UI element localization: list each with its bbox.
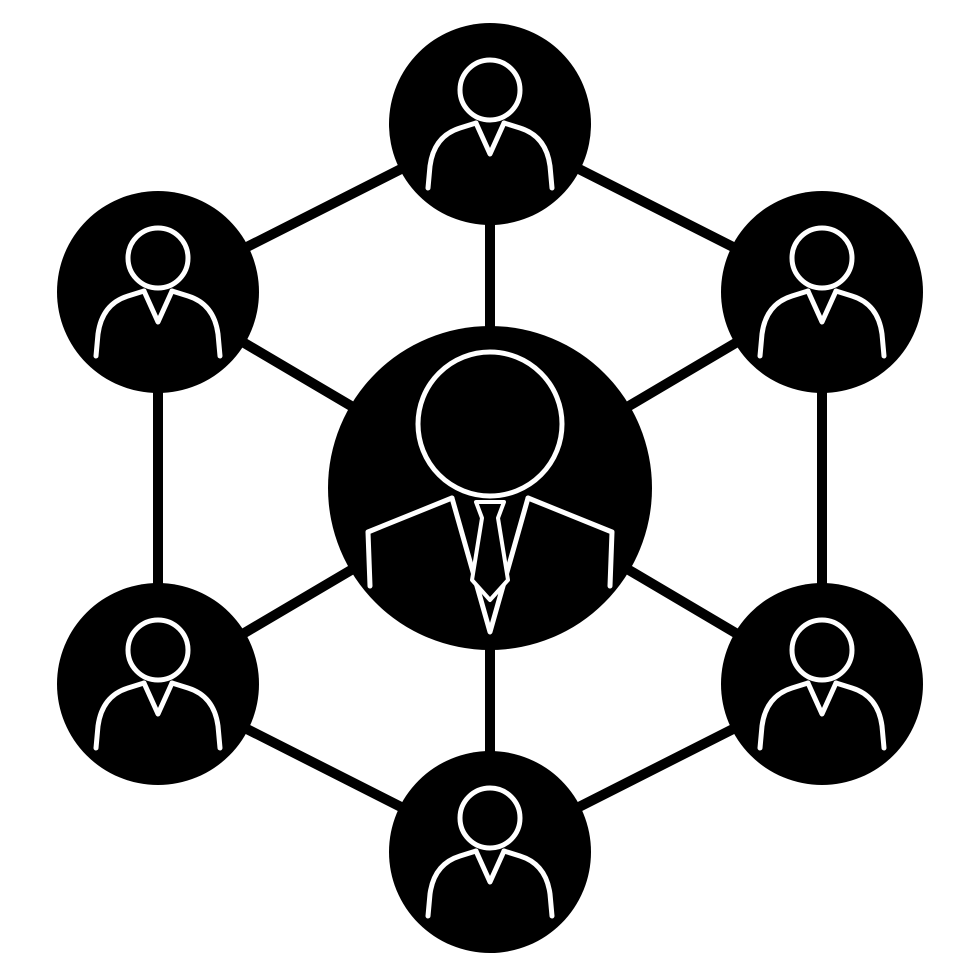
businessman-icon	[365, 349, 615, 635]
person-nodes	[57, 23, 923, 953]
person-node-top-left	[57, 191, 259, 393]
person-node-bottom-left	[57, 583, 259, 785]
person-icon	[425, 785, 555, 919]
person-icon	[757, 617, 887, 751]
person-node-bottom	[389, 751, 591, 953]
person-node-bottom-right	[721, 583, 923, 785]
center-person-node	[328, 326, 652, 650]
person-node-top-right	[721, 191, 923, 393]
person-icon	[757, 225, 887, 359]
person-icon	[425, 57, 555, 191]
person-icon	[93, 617, 223, 751]
person-node-top	[389, 23, 591, 225]
person-icon	[93, 225, 223, 359]
